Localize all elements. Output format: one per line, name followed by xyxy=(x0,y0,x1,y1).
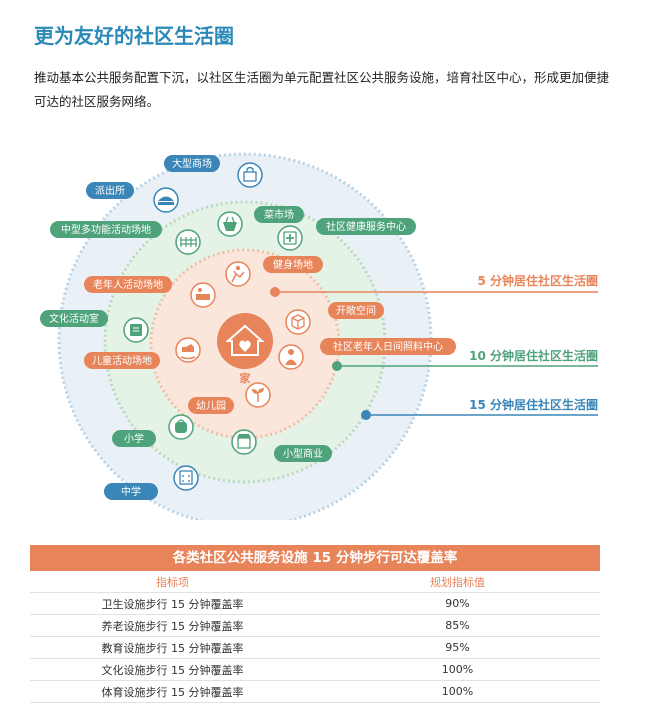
row-indicator: 体育设施步行 15 分钟覆盖率 xyxy=(30,680,315,703)
facility-fitness: 健身场地 xyxy=(225,256,323,287)
table-row: 养老设施步行 15 分钟覆盖率 85% xyxy=(30,614,600,637)
svg-text:社区健康服务中心: 社区健康服务中心 xyxy=(326,220,406,233)
facility-children-venue: 儿童活动场地 xyxy=(84,337,201,369)
row-value: 100% xyxy=(315,680,600,703)
header-target-value: 规划指标值 xyxy=(315,571,600,593)
row-value: 90% xyxy=(315,592,600,615)
header-indicator: 指标项 xyxy=(30,571,315,593)
police-cap-icon xyxy=(153,187,179,213)
row-indicator: 文化设施步行 15 分钟覆盖率 xyxy=(30,658,315,681)
facility-culture-room: 文化活动室 xyxy=(40,310,149,343)
table-row: 教育设施步行 15 分钟覆盖率 95% xyxy=(30,636,600,659)
facility-multi-venue: 中型多功能活动场地 xyxy=(50,221,201,255)
facility-middle-school: 中学 xyxy=(104,465,199,500)
ring-10min-label: 10 分钟居住社区生活圈 xyxy=(469,348,598,363)
life-circle-diagram: 家 5 分钟居住社区生活圈 10 分钟居住社区生活圈 15 分钟居住社区生活圈 … xyxy=(40,152,598,520)
facility-market: 菜市场 xyxy=(217,206,304,237)
row-indicator: 养老设施步行 15 分钟覆盖率 xyxy=(30,614,315,637)
shopping-bag-icon xyxy=(237,162,263,188)
shop-icon xyxy=(231,429,257,455)
svg-text:小学: 小学 xyxy=(124,432,144,445)
svg-text:小型商业: 小型商业 xyxy=(283,447,323,460)
row-value: 95% xyxy=(315,636,600,659)
facility-primary-school: 小学 xyxy=(112,414,194,447)
facility-elderly-venue: 老年人活动场地 xyxy=(84,276,216,308)
school-building-icon xyxy=(173,465,199,491)
svg-text:老年人活动场地: 老年人活动场地 xyxy=(93,278,163,291)
svg-text:中型多功能活动场地: 中型多功能活动场地 xyxy=(61,223,151,236)
ring-5min-label: 5 分钟居住社区生活圈 xyxy=(477,273,598,288)
coverage-table: 各类社区公共服务设施 15 分钟步行可达覆盖率 指标项 规划指标值 卫生设施步行… xyxy=(30,545,600,703)
table-header-row: 指标项 规划指标值 xyxy=(30,571,600,593)
svg-text:文化活动室: 文化活动室 xyxy=(49,312,99,325)
svg-text:中学: 中学 xyxy=(121,485,141,498)
rocking-horse-icon xyxy=(175,337,201,363)
svg-text:健身场地: 健身场地 xyxy=(273,258,313,271)
fence-icon xyxy=(175,229,201,255)
svg-text:幼儿园: 幼儿园 xyxy=(196,399,226,412)
facility-mall: 大型商场 xyxy=(164,155,263,188)
table-row: 文化设施步行 15 分钟覆盖率 100% xyxy=(30,658,600,681)
box-icon xyxy=(285,309,311,335)
ring-5min-pointer xyxy=(270,287,598,297)
home-icon xyxy=(217,313,273,369)
row-value: 100% xyxy=(315,658,600,681)
schoolbag-icon xyxy=(168,414,194,440)
culture-icon xyxy=(123,317,149,343)
svg-text:儿童活动场地: 儿童活动场地 xyxy=(92,354,152,367)
table-row: 体育设施步行 15 分钟覆盖率 100% xyxy=(30,680,600,703)
health-clinic-icon xyxy=(277,225,303,251)
row-indicator: 卫生设施步行 15 分钟覆盖率 xyxy=(30,592,315,615)
coverage-data-table: 指标项 规划指标值 卫生设施步行 15 分钟覆盖率 90% 养老设施步行 15 … xyxy=(30,571,600,703)
svg-text:开敞空间: 开敞空间 xyxy=(336,304,376,317)
facility-elderly-care: 社区老年人日间照料中心 xyxy=(278,338,456,370)
ring-15min-pointer xyxy=(361,410,598,420)
facility-kindergarten: 幼儿园 xyxy=(188,382,271,414)
elderly-icon xyxy=(190,282,216,308)
table-title: 各类社区公共服务设施 15 分钟步行可达覆盖率 xyxy=(30,545,600,571)
row-indicator: 教育设施步行 15 分钟覆盖率 xyxy=(30,636,315,659)
facility-health-center: 社区健康服务中心 xyxy=(277,218,416,251)
svg-text:社区老年人日间照料中心: 社区老年人日间照料中心 xyxy=(333,340,443,353)
fitness-icon xyxy=(225,261,251,287)
page-title: 更为友好的社区生活圈 xyxy=(34,24,234,48)
home-label: 家 xyxy=(240,371,252,385)
caregiver-icon xyxy=(278,344,304,370)
facility-small-business: 小型商业 xyxy=(231,429,332,462)
svg-text:菜市场: 菜市场 xyxy=(264,208,294,221)
table-row: 卫生设施步行 15 分钟覆盖率 90% xyxy=(30,592,600,615)
basket-icon xyxy=(217,211,243,237)
facility-police: 派出所 xyxy=(86,182,179,213)
svg-text:派出所: 派出所 xyxy=(95,184,125,197)
row-value: 85% xyxy=(315,614,600,637)
intro-paragraph: 推动基本公共服务配置下沉，以社区生活圈为单元配置社区公共服务设施，培育社区中心，… xyxy=(34,70,610,109)
ring-15min-label: 15 分钟居住社区生活圈 xyxy=(469,397,598,412)
facility-open-space: 开敞空间 xyxy=(285,302,384,335)
ring-10min-pointer xyxy=(332,361,598,371)
sprout-icon xyxy=(245,382,271,408)
svg-text:大型商场: 大型商场 xyxy=(172,157,212,170)
